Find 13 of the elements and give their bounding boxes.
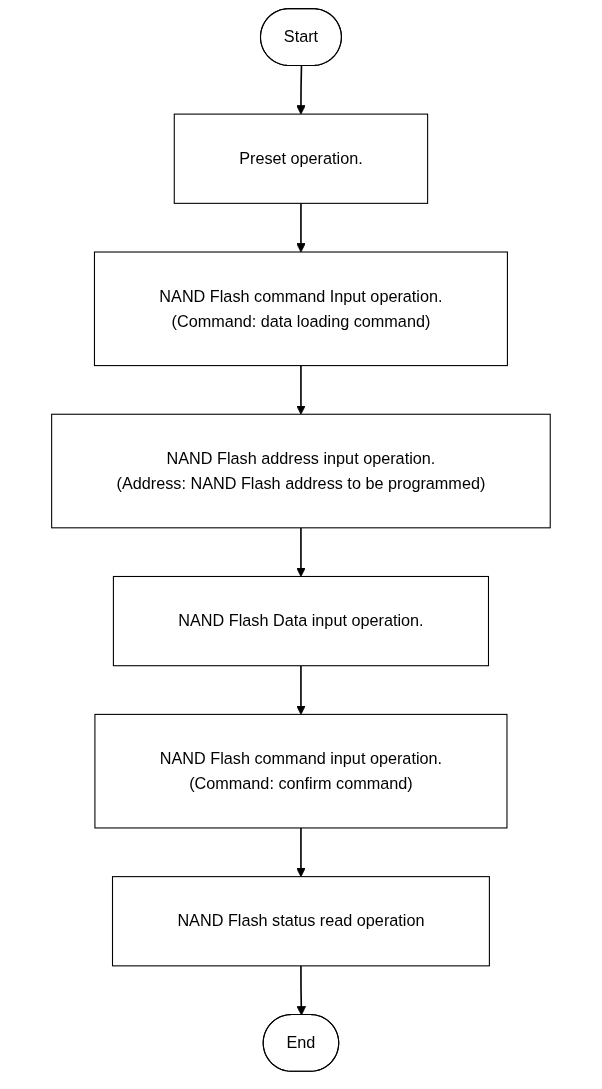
node-box: NAND Flash command input operation. (Command: confirm command) xyxy=(94,713,508,829)
arrow xyxy=(296,527,306,577)
arrow xyxy=(296,827,306,878)
arrow xyxy=(296,202,306,253)
arrow xyxy=(296,364,306,415)
arrow xyxy=(296,965,307,1016)
arrow xyxy=(296,664,306,715)
node-box: NAND Flash Data input operation. xyxy=(112,575,490,667)
node-box: NAND Flash command Input operation. (Command: data loading command) xyxy=(93,251,508,367)
node-box: Preset operation. xyxy=(173,113,429,204)
node-box: NAND Flash status read operation xyxy=(112,876,490,967)
arrow xyxy=(296,65,306,115)
node-box: NAND Flash address input operation. (Address: NAND Flash address to be programmed) xyxy=(51,413,551,529)
